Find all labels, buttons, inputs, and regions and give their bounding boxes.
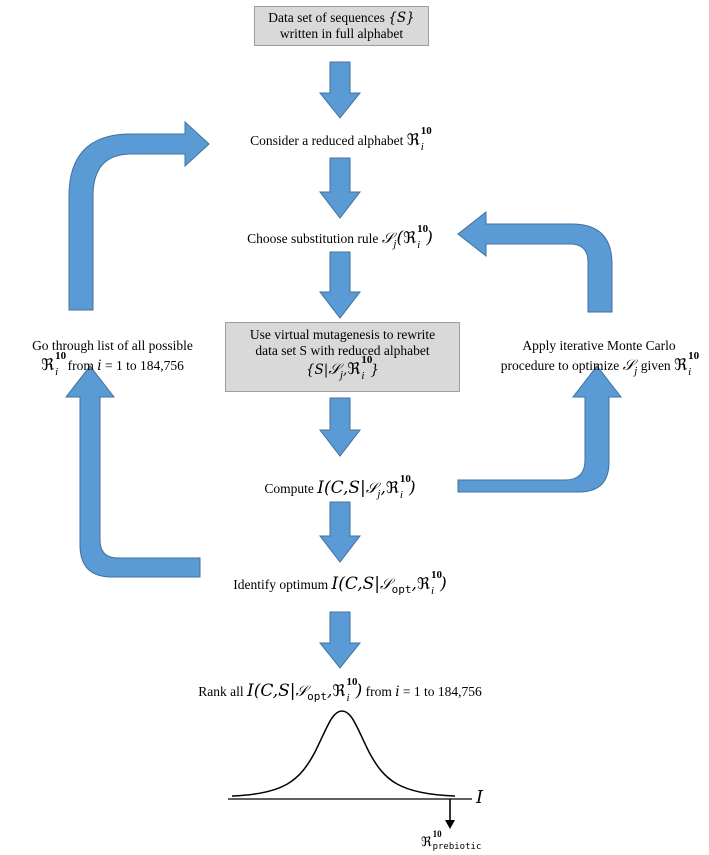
- input-dataset-line2: written in full alphabet: [279, 26, 404, 41]
- distribution-curve: [231, 710, 456, 797]
- input-dataset-box: Data set of sequences {S} written in ful…: [254, 6, 429, 46]
- left-loop-lower-arrow: [64, 365, 201, 578]
- prebiotic-marker-arrowhead: [445, 820, 455, 829]
- right-loop-lower-arrow: [457, 365, 623, 493]
- down-arrow-2: [318, 157, 362, 219]
- down-arrow-3: [318, 251, 362, 319]
- reduced-alphabet-symbol: ℜ: [406, 130, 420, 149]
- input-dataset-set: {S}: [388, 10, 415, 26]
- distribution-axis-label: I: [476, 787, 484, 808]
- down-arrow-1: [318, 61, 362, 119]
- left-loop-upper-arrow: [68, 120, 210, 311]
- right-loop-upper-arrow: [457, 210, 613, 313]
- input-dataset-line1: Data set of sequences {S}: [268, 10, 415, 26]
- mutagenesis-line2: data set S with reduced alphabet: [255, 343, 430, 358]
- virtual-mutagenesis-box: Use virtual mutagenesis to rewrite data …: [225, 322, 460, 392]
- mutagenesis-line1: Use virtual mutagenesis to rewrite: [249, 327, 436, 342]
- down-arrow-4: [318, 397, 362, 457]
- down-arrow-5: [318, 501, 362, 563]
- right-loop-label: Apply iterative Monte Carlo procedure to…: [500, 338, 700, 378]
- down-arrow-6: [318, 611, 362, 669]
